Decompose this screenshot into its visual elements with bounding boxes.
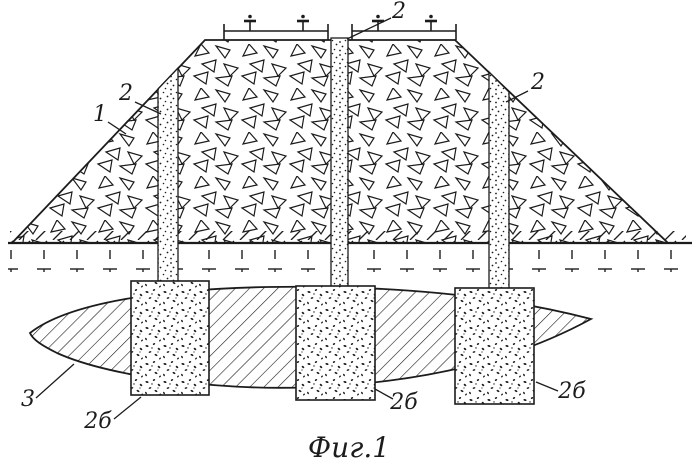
footing-left — [130, 280, 210, 396]
label-weak-layer: 3 — [21, 387, 35, 412]
leader-footing-right — [535, 381, 559, 392]
label-footing-right: 2б — [557, 379, 586, 404]
leader-pile-left — [134, 101, 162, 115]
label-footing-left: 2б — [83, 409, 112, 434]
label-embankment: 1 — [93, 102, 107, 127]
footing-right — [454, 287, 535, 405]
leader-pile-right — [505, 90, 529, 103]
label-pile-right: 2 — [530, 70, 545, 95]
footing-middle — [295, 285, 376, 401]
leader-footing-left — [113, 396, 142, 420]
pile-left — [157, 66, 179, 293]
pile-right — [488, 70, 510, 297]
rail-track-left — [223, 14, 329, 40]
label-footing-middle: 2б — [389, 390, 418, 415]
label-pile-left: 2 — [118, 81, 133, 106]
leader-pile-top — [346, 17, 392, 40]
leader-footing-middle — [374, 388, 394, 400]
leader-lines — [35, 17, 559, 420]
figure-caption: Фиг.1 — [308, 431, 390, 464]
pile-center — [330, 37, 349, 295]
leader-embankment — [107, 121, 127, 135]
soil-symbols-row — [8, 250, 692, 272]
label-pile-top: 2 — [391, 0, 406, 24]
leader-weak-layer — [35, 363, 75, 399]
